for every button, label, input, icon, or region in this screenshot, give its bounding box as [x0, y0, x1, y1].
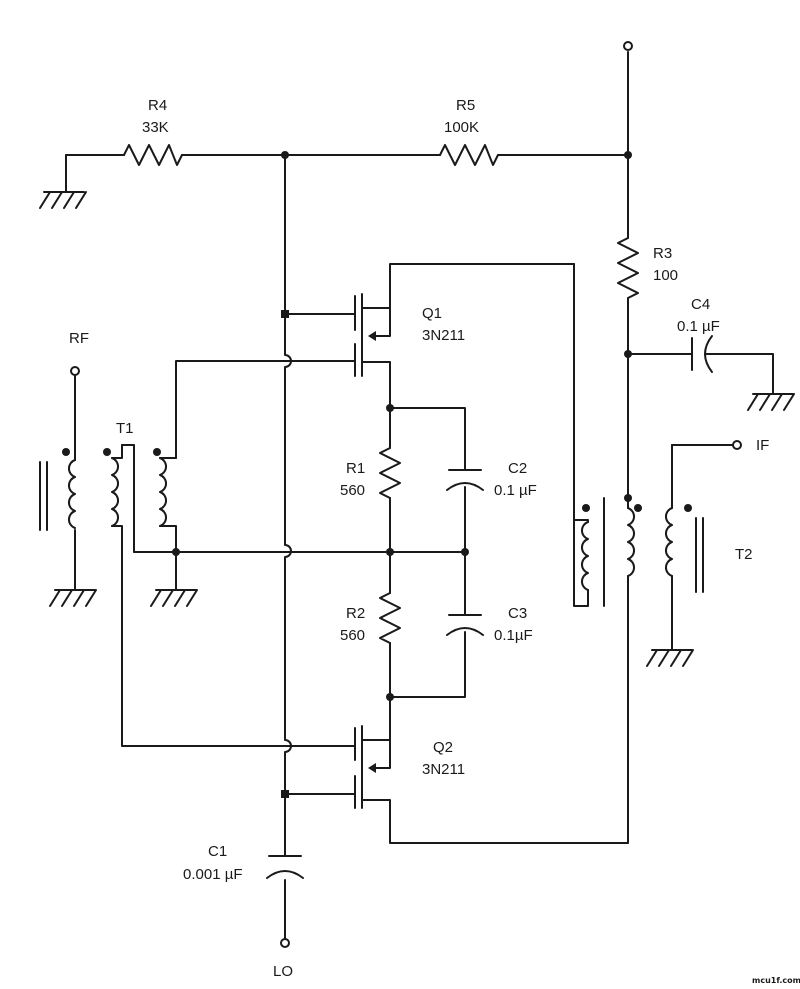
r3-value: 100 — [653, 267, 678, 284]
lo-terminal — [280, 938, 290, 948]
junction — [281, 310, 289, 318]
polarity-dot — [153, 448, 161, 456]
r2-ref: R2 — [346, 605, 365, 622]
resistor-r4 — [123, 144, 183, 166]
r4-value: 33K — [142, 119, 169, 136]
t2-label: T2 — [735, 546, 753, 563]
ground-rf — [49, 589, 97, 607]
polarity-dot — [684, 504, 692, 512]
ground-top-left — [39, 191, 87, 209]
c2-value: 0.1 µF — [494, 482, 537, 499]
source-network-upper — [379, 407, 466, 553]
supply-terminal — [623, 41, 633, 51]
c2-ref: C2 — [508, 460, 527, 477]
capacitor-c4 — [627, 335, 774, 395]
transformer-t2 — [573, 263, 734, 844]
top-rail — [65, 51, 629, 193]
r2-value: 560 — [340, 627, 365, 644]
q2-value: 3N211 — [422, 761, 465, 778]
c1-value: 0.001 µF — [183, 866, 243, 883]
mosfet-q1 — [354, 263, 575, 409]
t1-label: T1 — [116, 420, 134, 437]
q2-ref: Q2 — [433, 739, 453, 756]
r5-value: 100K — [444, 119, 479, 136]
if-label: IF — [756, 437, 769, 454]
lo-label: LO — [273, 963, 293, 980]
source-network-lower — [379, 551, 466, 698]
c3-ref: C3 — [508, 605, 527, 622]
ground-t1 — [150, 589, 198, 607]
polarity-dot — [62, 448, 70, 456]
polarity-dot — [103, 448, 111, 456]
watermark: mcu1f.com — [752, 976, 800, 985]
rf-label: RF — [69, 330, 89, 347]
capacitor-c3 — [446, 614, 484, 636]
r3-ref: R3 — [653, 245, 672, 262]
polarity-dot — [634, 504, 642, 512]
polarity-dot — [582, 504, 590, 512]
c1-ref: C1 — [208, 843, 227, 860]
junction — [386, 404, 394, 412]
ground-c4 — [747, 393, 795, 411]
junction — [624, 494, 632, 502]
junction — [281, 790, 289, 798]
mosfet-q2 — [354, 696, 629, 844]
r1-value: 560 — [340, 482, 365, 499]
rf-terminal — [70, 366, 80, 376]
q1-gate2-wire — [175, 360, 356, 459]
capacitor-c1 — [266, 855, 304, 879]
q1-value: 3N211 — [422, 327, 465, 344]
ground-if — [646, 649, 694, 667]
r4-ref: R4 — [148, 97, 167, 114]
r1-ref: R1 — [346, 460, 365, 477]
c4-ref: C4 — [691, 296, 710, 313]
resistor-r3 — [617, 154, 639, 355]
transformer-t1 — [39, 375, 177, 591]
c4-value: 0.1 µF — [677, 318, 720, 335]
gate-bias-line — [284, 154, 356, 939]
q1-ref: Q1 — [422, 305, 442, 322]
if-terminal — [732, 440, 742, 450]
r5-ref: R5 — [456, 97, 475, 114]
resistor-r5 — [439, 144, 499, 166]
c3-value: 0.1µF — [494, 627, 533, 644]
q2-gate2-wire — [121, 529, 356, 747]
capacitor-c2 — [446, 469, 484, 491]
